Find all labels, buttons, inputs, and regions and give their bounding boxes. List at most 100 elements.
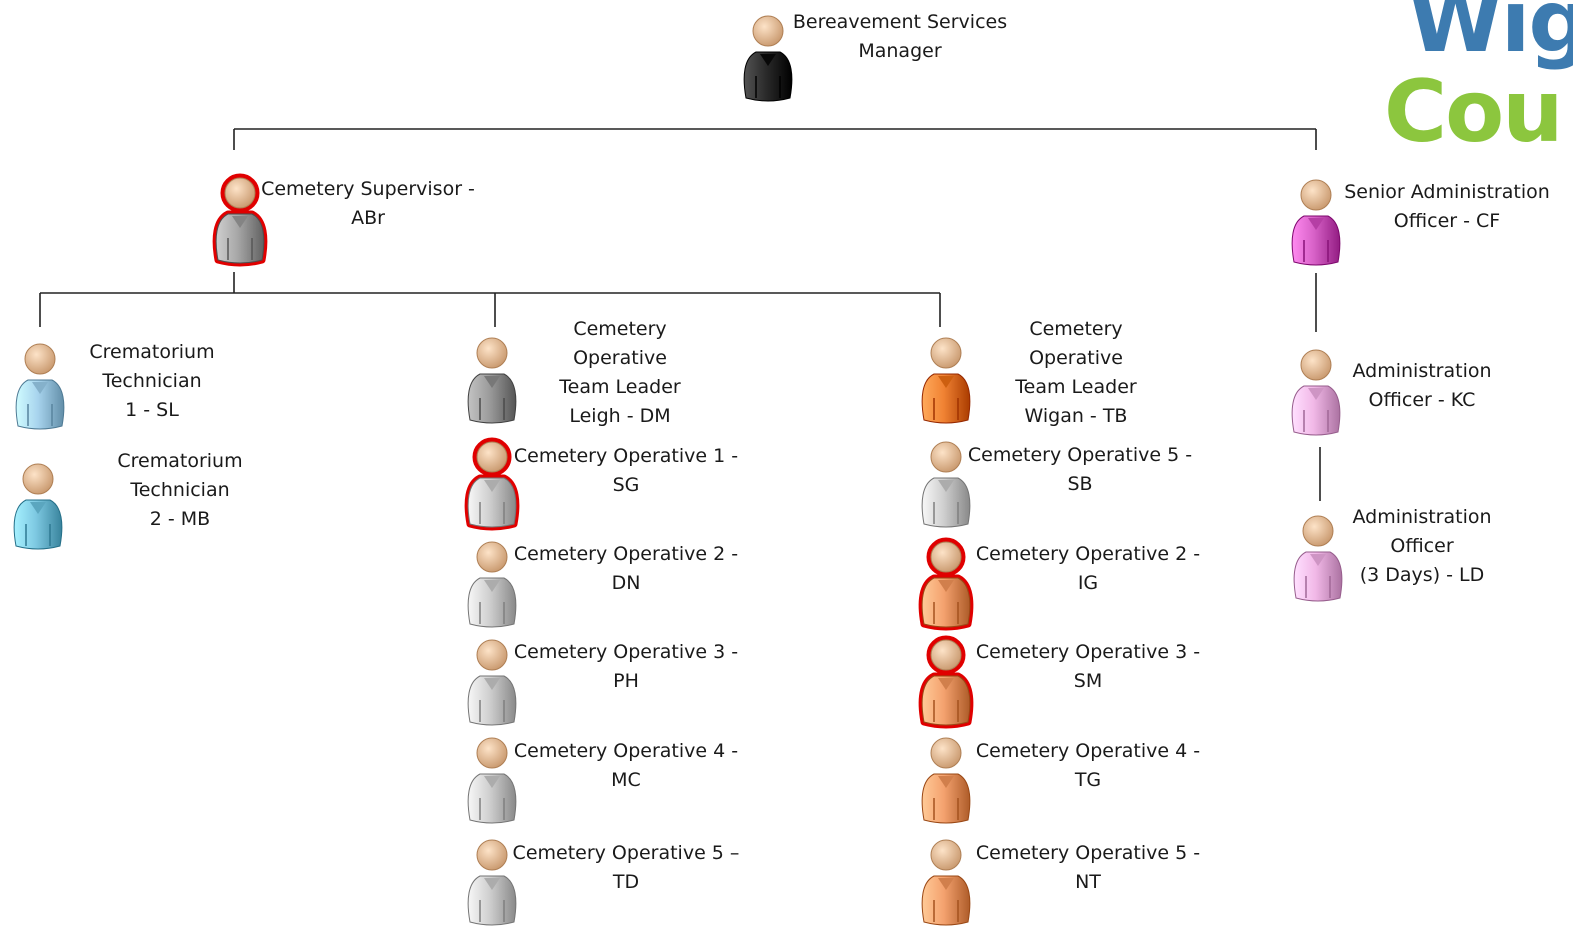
person-icon [1291, 349, 1341, 436]
label-line: Cemetery Operative 4 - [975, 740, 1201, 762]
label-wigan-op4: Cemetery Operative 4 -TG [968, 737, 1208, 795]
person-icon [1291, 179, 1341, 266]
person-icon-wigan-op3 [916, 630, 976, 730]
label-line: DN [611, 572, 641, 594]
person-head [476, 737, 508, 769]
label-line: Operative [1029, 347, 1123, 369]
label-line: Cemetery Operative 5 - [975, 842, 1201, 864]
label-line: Technician [102, 370, 202, 392]
label-leigh-op5: Cemetery Operative 5 – TD [506, 839, 746, 897]
label-leigh-op1: Cemetery Operative 1 - SG [506, 442, 746, 500]
label-line: 2 - MB [149, 508, 211, 530]
person-icon-leigh-op2 [462, 532, 522, 632]
person-icon-leigh-op4 [462, 728, 522, 828]
label-wigan-op2: Cemetery Operative 2 -IG [968, 540, 1208, 598]
label-wigan-op5-sb: Cemetery Operative 5 - SB [960, 441, 1200, 499]
label-line: MC [611, 769, 641, 791]
person-head [1300, 179, 1332, 211]
label-line: Bereavement Services [792, 11, 1008, 33]
person-icon [467, 737, 517, 824]
label-line: Cemetery [573, 318, 667, 340]
person-head [1302, 515, 1334, 547]
person-head [930, 737, 962, 769]
label-line: Leigh - DM [569, 405, 671, 427]
label-supervisor: Cemetery Supervisor -ABr [256, 175, 480, 233]
label-line: Officer - KC [1368, 389, 1476, 411]
label-line: Cemetery Operative 2 - [975, 543, 1201, 565]
label-line: Officer [1390, 535, 1454, 557]
label-line: Senior Administration [1344, 181, 1550, 203]
label-line: Cemetery Supervisor - [261, 178, 475, 200]
person-head [1300, 349, 1332, 381]
person-head [476, 337, 508, 369]
label-line: (3 Days) - LD [1359, 564, 1485, 586]
person-icon [921, 839, 971, 926]
person-icon [13, 463, 63, 550]
person-icon [467, 839, 517, 926]
person-icon-wigan-op2 [916, 532, 976, 632]
person-icon-admin-kc [1286, 340, 1346, 440]
label-line: Cemetery Operative 5 – [512, 842, 740, 864]
label-leigh-op3: Cemetery Operative 3 -PH [506, 638, 746, 696]
person-icon-leader-wigan [916, 328, 976, 428]
person-icon [1293, 515, 1343, 602]
label-line: SM [1073, 670, 1103, 692]
person-icon [918, 537, 974, 631]
person-icon [921, 441, 971, 528]
label-leigh-op2: Cemetery Operative 2 - DN [506, 540, 746, 598]
label-line: Cemetery Operative 1 - [513, 445, 739, 467]
label-line: Team Leader [559, 376, 681, 398]
label-wigan-op3: Cemetery Operative 3 - SM [968, 638, 1208, 696]
person-head [930, 541, 962, 573]
label-line: Crematorium [89, 341, 215, 363]
label-leigh-op4: Cemetery Operative 4 -MC [506, 737, 746, 795]
label-line: 1 - SL [125, 399, 179, 421]
label-line: NT [1075, 871, 1101, 893]
label-line: Cemetery Operative 2 - [513, 543, 739, 565]
person-icon-leigh-op1 [462, 432, 522, 532]
label-line: SB [1067, 473, 1093, 495]
person-icon [921, 737, 971, 824]
person-icon [15, 343, 65, 430]
wigan-council-logo: Wig Cou [1384, 0, 1573, 162]
person-head [224, 177, 256, 209]
person-icon [467, 337, 517, 424]
person-icon-technician-sl [10, 334, 70, 434]
logo-line-1: Wig [1408, 0, 1573, 72]
person-head [476, 639, 508, 671]
person-icon-wigan-op4 [916, 728, 976, 828]
person-head [22, 463, 54, 495]
person-head [930, 337, 962, 369]
person-icon-leader-leigh [462, 328, 522, 428]
person-icon-technician-mb [8, 454, 68, 554]
label-line: Operative [573, 347, 667, 369]
logo-line-2: Cou [1384, 62, 1563, 162]
person-icon-leigh-op5 [462, 830, 522, 930]
person-icon-wigan-op5-nt [916, 830, 976, 930]
person-icon [743, 15, 793, 102]
label-line: PH [613, 670, 639, 692]
person-icon-admin-ld [1288, 506, 1348, 606]
label-line: TD [612, 871, 640, 893]
label-line: SG [612, 474, 640, 496]
person-icon [918, 635, 974, 729]
person-icon [921, 337, 971, 424]
person-head [476, 441, 508, 473]
person-head [930, 839, 962, 871]
label-line: Wigan - TB [1024, 405, 1128, 427]
label-line: Cemetery Operative 5 - [967, 444, 1193, 466]
label-line: Officer - CF [1393, 210, 1501, 232]
person-icon-supervisor [210, 168, 270, 268]
person-icon [467, 541, 517, 628]
person-head [24, 343, 56, 375]
label-line: Cemetery Operative 3 - [975, 641, 1201, 663]
label-wigan-op5-nt: Cemetery Operative 5 - NT [968, 839, 1208, 897]
label-line: Administration [1352, 360, 1492, 382]
